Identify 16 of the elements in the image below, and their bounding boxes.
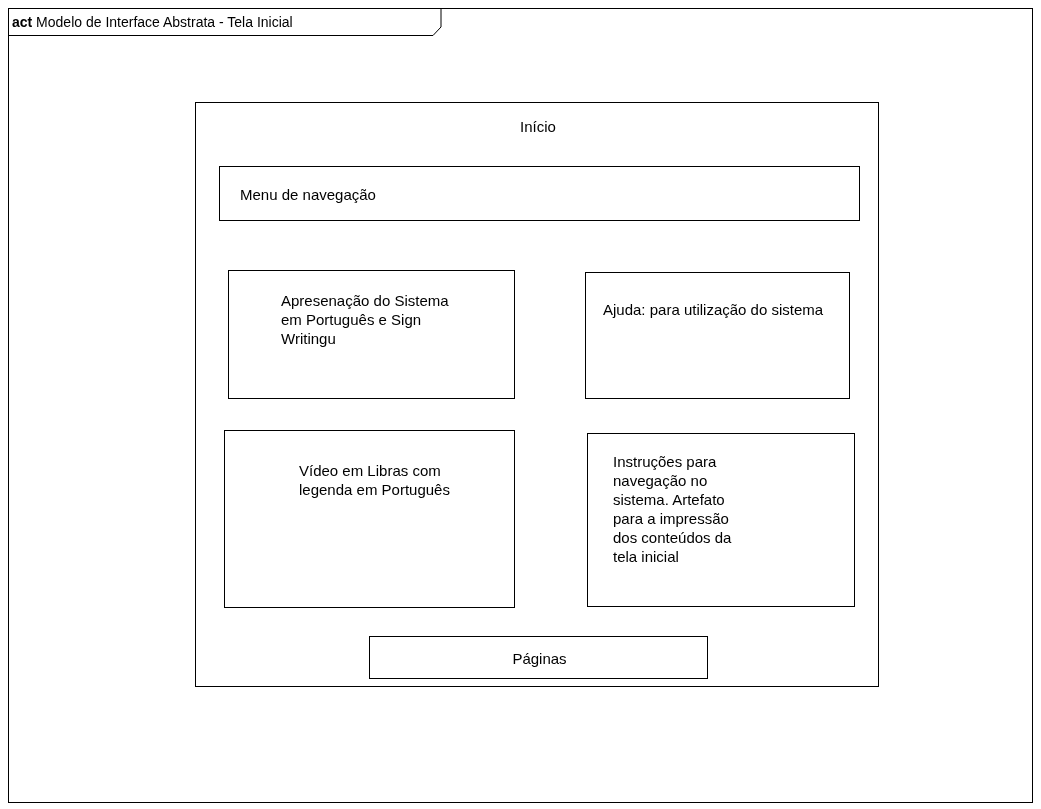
area-label: Ajuda: para utilização do sistema bbox=[603, 300, 825, 319]
interface-area-box bbox=[369, 636, 708, 679]
interface-area-box bbox=[224, 430, 515, 608]
frame-title: act Modelo de Interface Abstrata - Tela Inicial bbox=[12, 13, 293, 32]
interface-area-box bbox=[219, 166, 860, 221]
diagram-frame bbox=[8, 8, 1033, 803]
interface-area-box bbox=[587, 433, 855, 607]
area-label: Vídeo em Libras com legenda em Português bbox=[299, 461, 451, 499]
area-label: Menu de navegação bbox=[240, 185, 377, 204]
area-label: Páginas bbox=[511, 649, 568, 668]
area-label: Início bbox=[519, 117, 557, 136]
area-label: Apresenação do Sistema em Português e Sign Writingu bbox=[281, 291, 450, 348]
area-label: Instruções para navegação no sistema. Artefato para a impressão dos conteúdos da tela inicial bbox=[613, 452, 733, 566]
interface-area-box bbox=[195, 102, 879, 687]
interface-area-box bbox=[585, 272, 850, 399]
interface-area-box bbox=[228, 270, 515, 399]
